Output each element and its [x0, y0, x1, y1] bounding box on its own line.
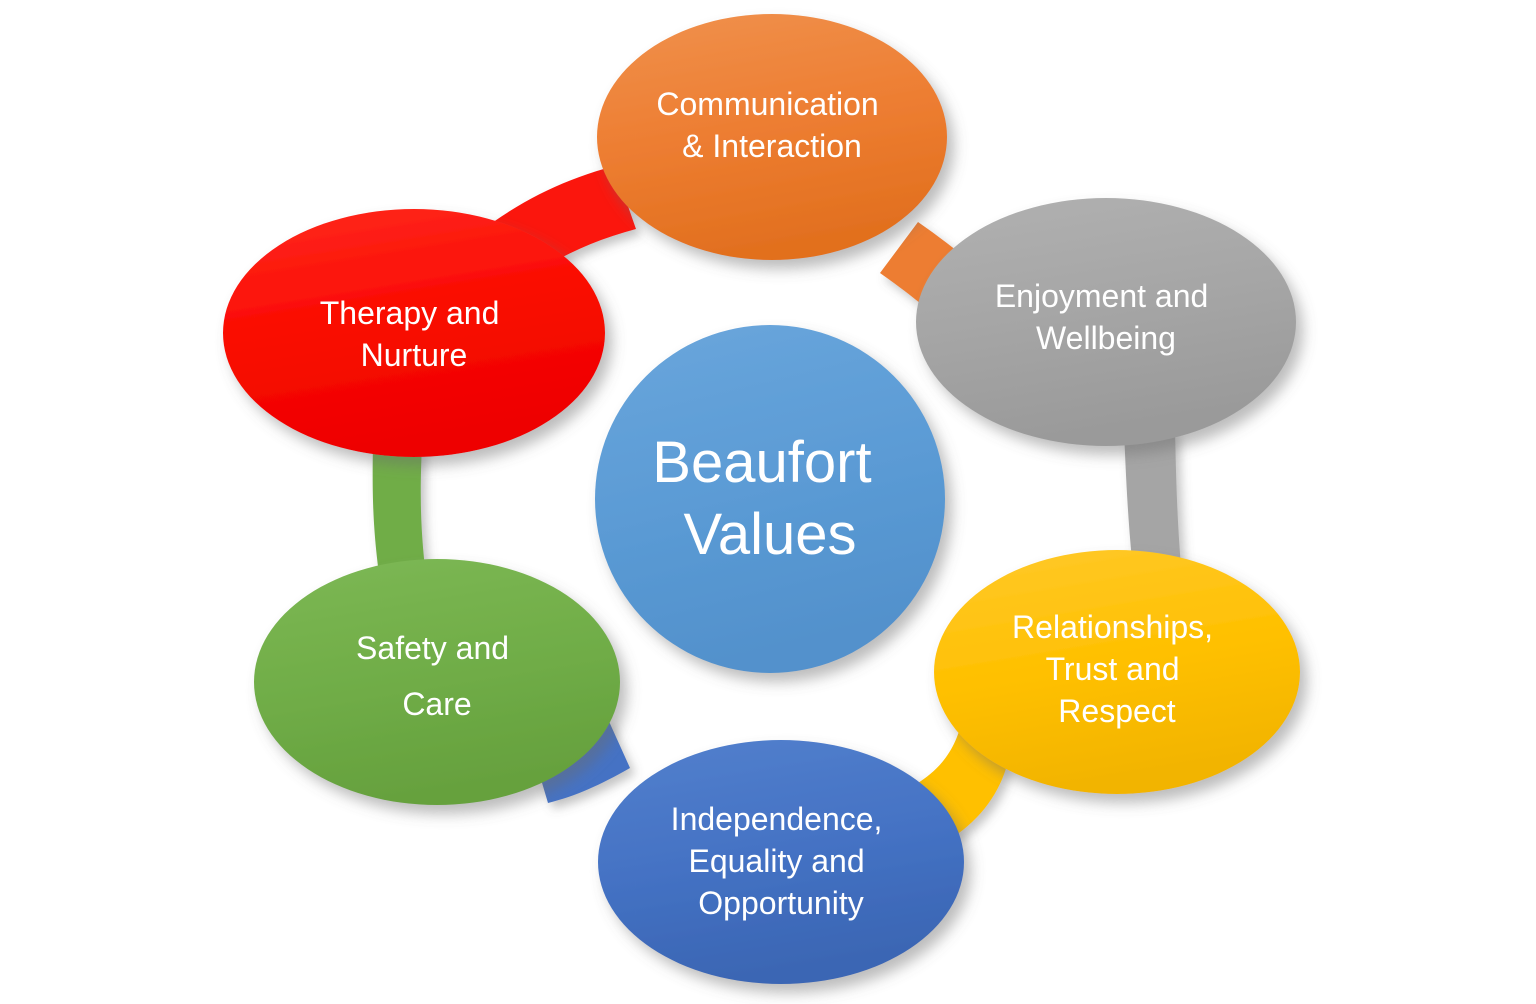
node-independence-equality-opportunity[interactable]: Independence, Equality and Opportunity — [598, 740, 964, 984]
node-communication-interaction-shape[interactable] — [597, 14, 947, 260]
node-enjoyment-wellbeing[interactable]: Enjoyment and Wellbeing — [916, 198, 1296, 446]
node-safety-care[interactable]: Safety and Care — [254, 559, 620, 805]
node-relationships-trust-respect[interactable]: Relationships, Trust and Respect — [934, 550, 1300, 794]
beaufort-values-hub[interactable]: Beaufort Values — [595, 325, 945, 673]
connector-independence-to-safety — [532, 717, 630, 803]
node-communication-interaction-label: Communication & Interaction — [656, 86, 887, 164]
beaufort-values-hub-shape[interactable] — [595, 325, 945, 673]
connector-safety-to-therapy — [372, 443, 425, 574]
node-independence-equality-opportunity-shape[interactable] — [598, 740, 964, 984]
node-enjoyment-wellbeing-label: Enjoyment and Wellbeing — [995, 278, 1217, 356]
node-communication-interaction[interactable]: Communication & Interaction — [597, 14, 947, 260]
node-safety-care-shape[interactable] — [254, 559, 620, 805]
node-relationships-trust-respect-label: Relationships, Trust and Respect — [1012, 609, 1222, 729]
connector-enjoyment-to-relationships — [1124, 429, 1181, 570]
node-therapy-nurture-shape[interactable] — [223, 209, 605, 457]
node-therapy-nurture[interactable]: Therapy and Nurture — [223, 209, 605, 457]
beaufort-values-hub-label: Beaufort Values — [652, 430, 887, 567]
node-relationships-trust-respect-shape[interactable] — [934, 550, 1300, 794]
node-safety-care-label: Safety and Care — [356, 630, 518, 722]
node-enjoyment-wellbeing-shape[interactable] — [916, 198, 1296, 446]
node-therapy-nurture-label: Therapy and Nurture — [320, 295, 509, 373]
node-independence-equality-opportunity-label: Independence, Equality and Opportunity — [671, 801, 892, 921]
